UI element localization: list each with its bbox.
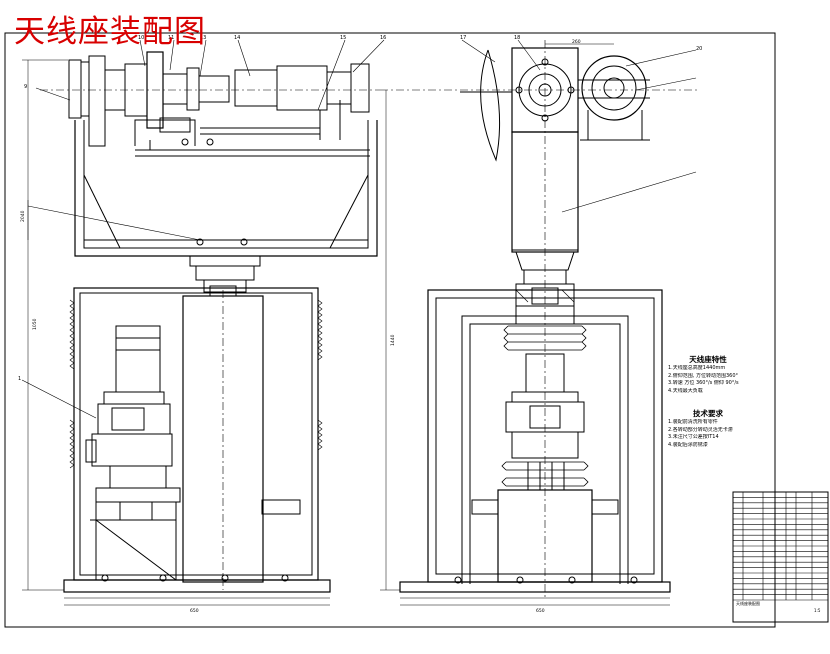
balloon-1: 1: [18, 376, 21, 382]
yoke-frame: [74, 120, 378, 257]
balloon-20: 20: [696, 46, 702, 52]
left-end-cap: [68, 59, 82, 119]
dim-left-base: 650: [190, 608, 199, 614]
dim-right-base: 650: [536, 608, 545, 614]
dim-top-span: 260: [572, 39, 581, 45]
balloon-18: 18: [514, 35, 520, 41]
balloon-14: 14: [234, 35, 240, 41]
right-view: [380, 39, 700, 606]
balloon-11: 11: [168, 35, 174, 41]
balloon-9: 9: [24, 84, 27, 90]
tech-line: 2.各转动部分转动灵活无卡滞: [668, 426, 733, 433]
technical-requirements: 技术要求 1.装配前清洗所有零件 2.各转动部分转动灵活无卡滞 3.未注尺寸公差…: [668, 408, 748, 449]
title-block-drawing: 天线座装配图: [736, 600, 760, 606]
shaft-housing: [198, 75, 230, 103]
tech-line: 3.未注尺寸公差按IT14: [668, 434, 719, 440]
balloon-16: 16: [380, 35, 386, 41]
drawing-title: 天线座装配图: [14, 14, 206, 50]
note-line: 3.转速 方位 360°/s 俯仰 90°/s: [668, 380, 739, 386]
dim-left-height: 1050: [32, 318, 38, 330]
note-line: 1.天线座总高度1440mm: [668, 365, 726, 371]
title-block-scale: 1:5: [814, 608, 821, 613]
tech-line: 4.装配后涂防锈漆: [668, 441, 708, 448]
balloon-13: 13: [200, 35, 206, 41]
antenna-characteristics: 天线座特性 1.天线座总高度1440mm 2.俯仰范围, 方位转动范围360° …: [668, 354, 748, 395]
balloon-15: 15: [340, 35, 346, 41]
left-view: [21, 39, 385, 606]
right-base: [399, 581, 671, 593]
dim-left-mid: 2040: [20, 210, 26, 222]
tech-heading: 技术要求: [693, 409, 723, 418]
antenna-dish: [480, 49, 501, 162]
balloon-10: 10: [138, 35, 144, 41]
motor: [115, 325, 161, 393]
notes-heading: 天线座特性: [689, 355, 727, 364]
balloon-17: 17: [460, 35, 466, 41]
tech-line: 1.装配前清洗所有零件: [668, 419, 718, 425]
note-line: 2.俯仰范围, 方位转动范围360°: [668, 372, 738, 379]
left-base: [63, 579, 331, 593]
cylinder-11: [234, 69, 278, 107]
drawing-frame: [4, 32, 776, 628]
parts-list: [732, 491, 829, 623]
dim-center-height: 1440: [390, 334, 396, 346]
note-line: 4.天线最大负载: [668, 387, 703, 394]
